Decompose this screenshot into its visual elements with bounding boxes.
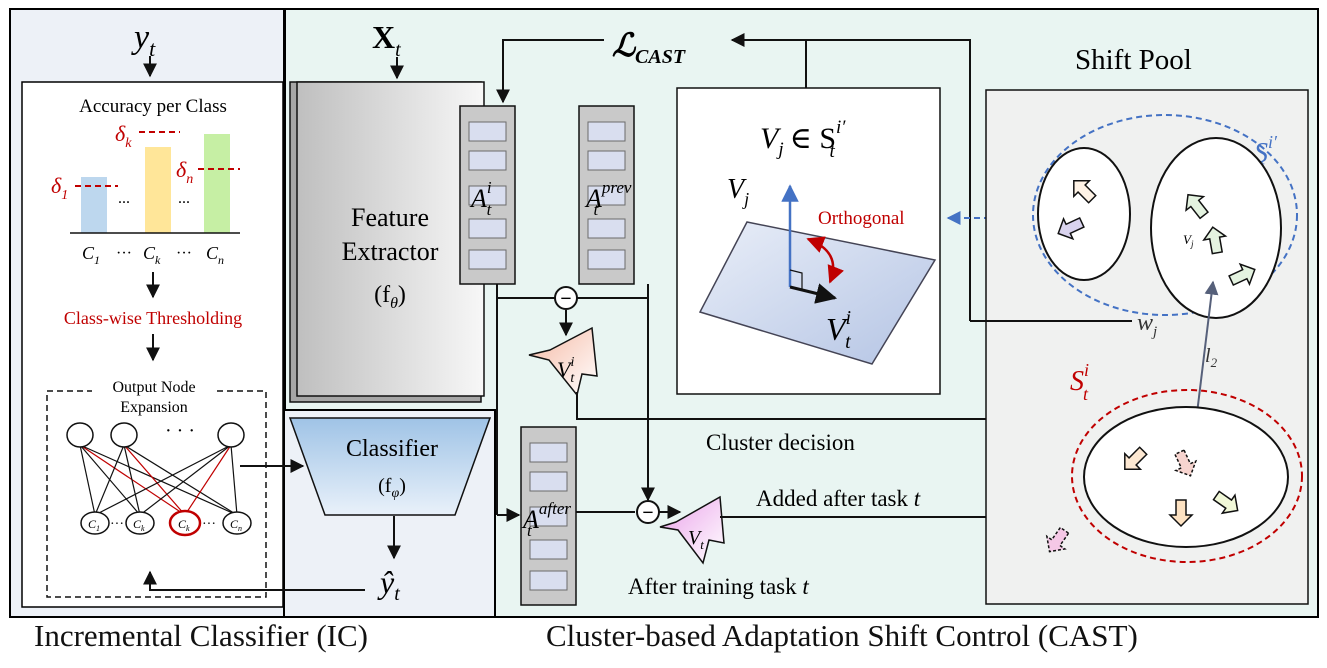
class-c1-label: C1 <box>82 243 100 267</box>
shift-vector-6 <box>1173 449 1198 477</box>
activation-prev <box>578 105 635 285</box>
minus-node-2-label: − <box>642 502 653 524</box>
output-node-ck-label: Ck <box>133 517 145 533</box>
panel-divider <box>284 9 496 617</box>
bar-dots-2: ... <box>178 190 190 207</box>
arrow-yhat-feedback <box>143 570 365 591</box>
expansion-label-bg <box>92 375 216 419</box>
feature-extractor-label-2: Extractor <box>342 237 439 266</box>
vti-axis-vector <box>789 283 838 304</box>
arrow-pool-to-loss <box>730 33 971 321</box>
activation-current <box>459 105 516 285</box>
vj-axis-label: Vj <box>727 174 749 209</box>
shift-pool-title: Shift Pool <box>1075 44 1192 76</box>
shift-vector-7 <box>1168 499 1194 528</box>
cluster-b <box>1150 137 1282 319</box>
arrow-loss-to-activation <box>496 39 604 104</box>
input-y-label: yt <box>131 19 156 61</box>
classifier-label: Classifier <box>346 436 438 462</box>
bar-c1 <box>81 177 107 233</box>
shift-vector-3 <box>1185 193 1209 220</box>
shift-vector-1 <box>1073 180 1097 204</box>
bar-cn <box>204 134 230 233</box>
arrow-cluster-decision <box>576 392 1068 426</box>
bar-ck <box>145 147 171 233</box>
right-angle-mark <box>789 269 803 290</box>
minus-node-1-label: − <box>560 288 571 310</box>
vti-shift-arrow <box>528 326 598 397</box>
shift-vector-new <box>1045 526 1070 553</box>
cluster-a <box>1037 147 1131 281</box>
delta-n-label: δn <box>176 157 193 187</box>
thresholding-label: Class-wise Thresholding <box>64 308 242 328</box>
class-ck-label: Ck <box>143 243 161 267</box>
hidden-node-3 <box>217 422 245 448</box>
accuracy-title: Accuracy per Class <box>79 96 227 117</box>
input-x-label: Xt <box>372 19 401 61</box>
shift-vector-8 <box>1212 490 1239 515</box>
output-node-ck-new <box>168 509 202 537</box>
minus-node-1 <box>554 286 578 310</box>
feature-extractor-param: (fθ) <box>374 282 406 312</box>
delta-1-label: δ1 <box>51 173 68 203</box>
vj-small-label: Vj <box>1183 232 1194 249</box>
expansion-label-1: Output Node <box>112 379 195 396</box>
activation-after <box>520 426 577 606</box>
vt-final-label: Vt <box>688 527 704 552</box>
cluster-s-prime-boundary <box>1032 114 1298 316</box>
output-node-c1-label: C1 <box>88 517 100 533</box>
class-axis-dots-2: ··· <box>176 245 192 262</box>
classifier-param: (fφ) <box>378 475 406 501</box>
orthogonal-label: Orthogonal <box>818 208 905 229</box>
output-node-ck <box>125 511 155 535</box>
orthogonal-arc <box>806 236 844 284</box>
after-training-label: After training task t <box>628 574 809 599</box>
output-node-cn-label: Cn <box>230 517 242 533</box>
shift-vector-5 <box>1124 446 1148 470</box>
shift-vector-vj <box>1202 226 1228 255</box>
class-cn-label: Cn <box>206 243 224 267</box>
delta-k-label: δk <box>115 121 132 151</box>
shift-vector-4 <box>1228 262 1256 287</box>
cluster-decision-label: Cluster decision <box>706 430 855 455</box>
l2-label: l2 <box>1205 345 1218 370</box>
cluster-s-boundary <box>1071 389 1303 563</box>
output-node-ck-new-label: Ck <box>178 517 190 533</box>
caption-cast: Cluster-based Adaptation Shift Control (… <box>546 618 1138 653</box>
expansion-box <box>46 390 267 598</box>
feature-extractor <box>296 81 485 397</box>
classifier-block <box>288 417 492 516</box>
hidden-node-2 <box>110 422 138 448</box>
feature-extractor-label-1: Feature <box>351 203 429 232</box>
output-yhat-label: ŷt <box>377 564 400 605</box>
output-node-c1 <box>80 511 110 535</box>
output-node-cn <box>222 511 252 535</box>
shift-vector-2 <box>1057 216 1085 241</box>
caption-ic: Incremental Classifier (IC) <box>34 618 368 653</box>
added-after-label: Added after task t <box>756 486 921 511</box>
loss-cast-label: ℒCAST <box>612 27 686 68</box>
bar-dots-1: ... <box>118 190 130 207</box>
hidden-node-dots: · · · <box>165 420 195 442</box>
wj-label: wj <box>1137 310 1157 340</box>
cluster-c <box>1083 406 1289 548</box>
output-dots-1: ··· <box>110 517 124 532</box>
expansion-label-2: Expansion <box>120 399 188 416</box>
vj-in-set-label: Vj∈ Si′t <box>760 117 846 162</box>
hidden-node-1 <box>66 422 94 448</box>
class-axis-dots-1: ··· <box>116 245 132 262</box>
output-dots-2: ··· <box>202 517 216 532</box>
network-edges <box>79 444 238 516</box>
vt-final-arrow <box>659 495 725 565</box>
